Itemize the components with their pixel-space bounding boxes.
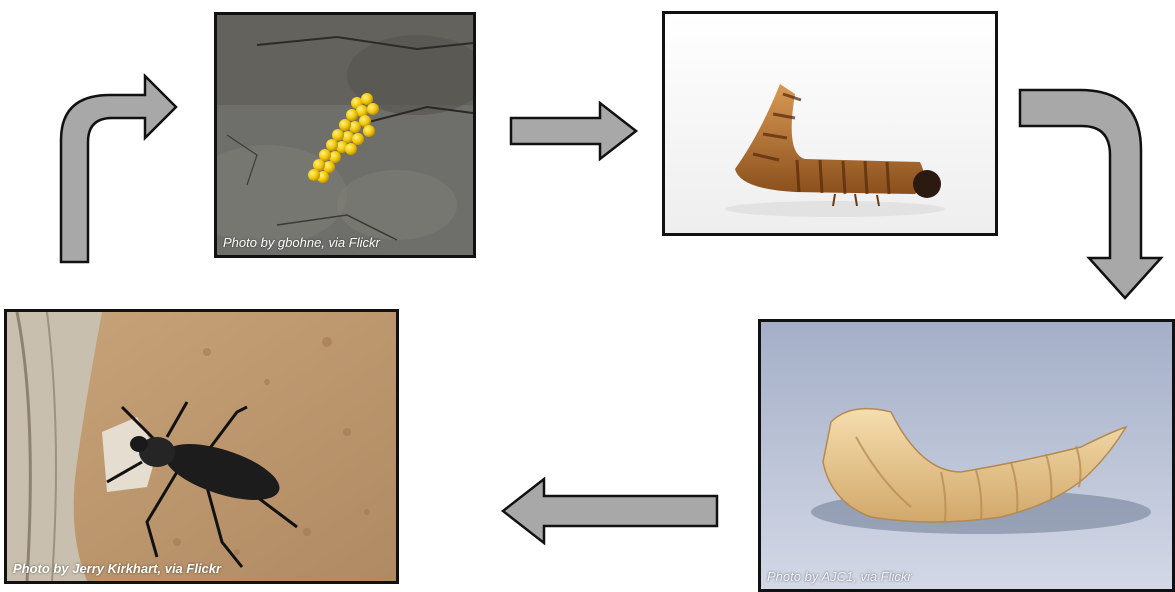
arrow-right-down [1020, 90, 1161, 298]
photo-credit-pupa: Photo by AJC1, via Flickr [767, 569, 912, 584]
photo-eggs: Photo by gbohne, via Flickr [214, 12, 476, 258]
photo-larva [662, 11, 998, 236]
larva-image [665, 14, 995, 233]
eggs-image [217, 15, 473, 255]
pupa-image [761, 322, 1172, 589]
photo-beetle: Photo by Jerry Kirkhart, via Flickr [4, 309, 399, 584]
photo-pupa: Photo by AJC1, via Flickr [758, 319, 1175, 592]
arrow-left [503, 479, 717, 543]
arrow-right [511, 103, 636, 159]
photo-credit-beetle: Photo by Jerry Kirkhart, via Flickr [13, 561, 221, 576]
arrow-up-right [61, 76, 176, 262]
photo-credit-eggs: Photo by gbohne, via Flickr [223, 235, 380, 250]
beetle-image [7, 312, 396, 581]
